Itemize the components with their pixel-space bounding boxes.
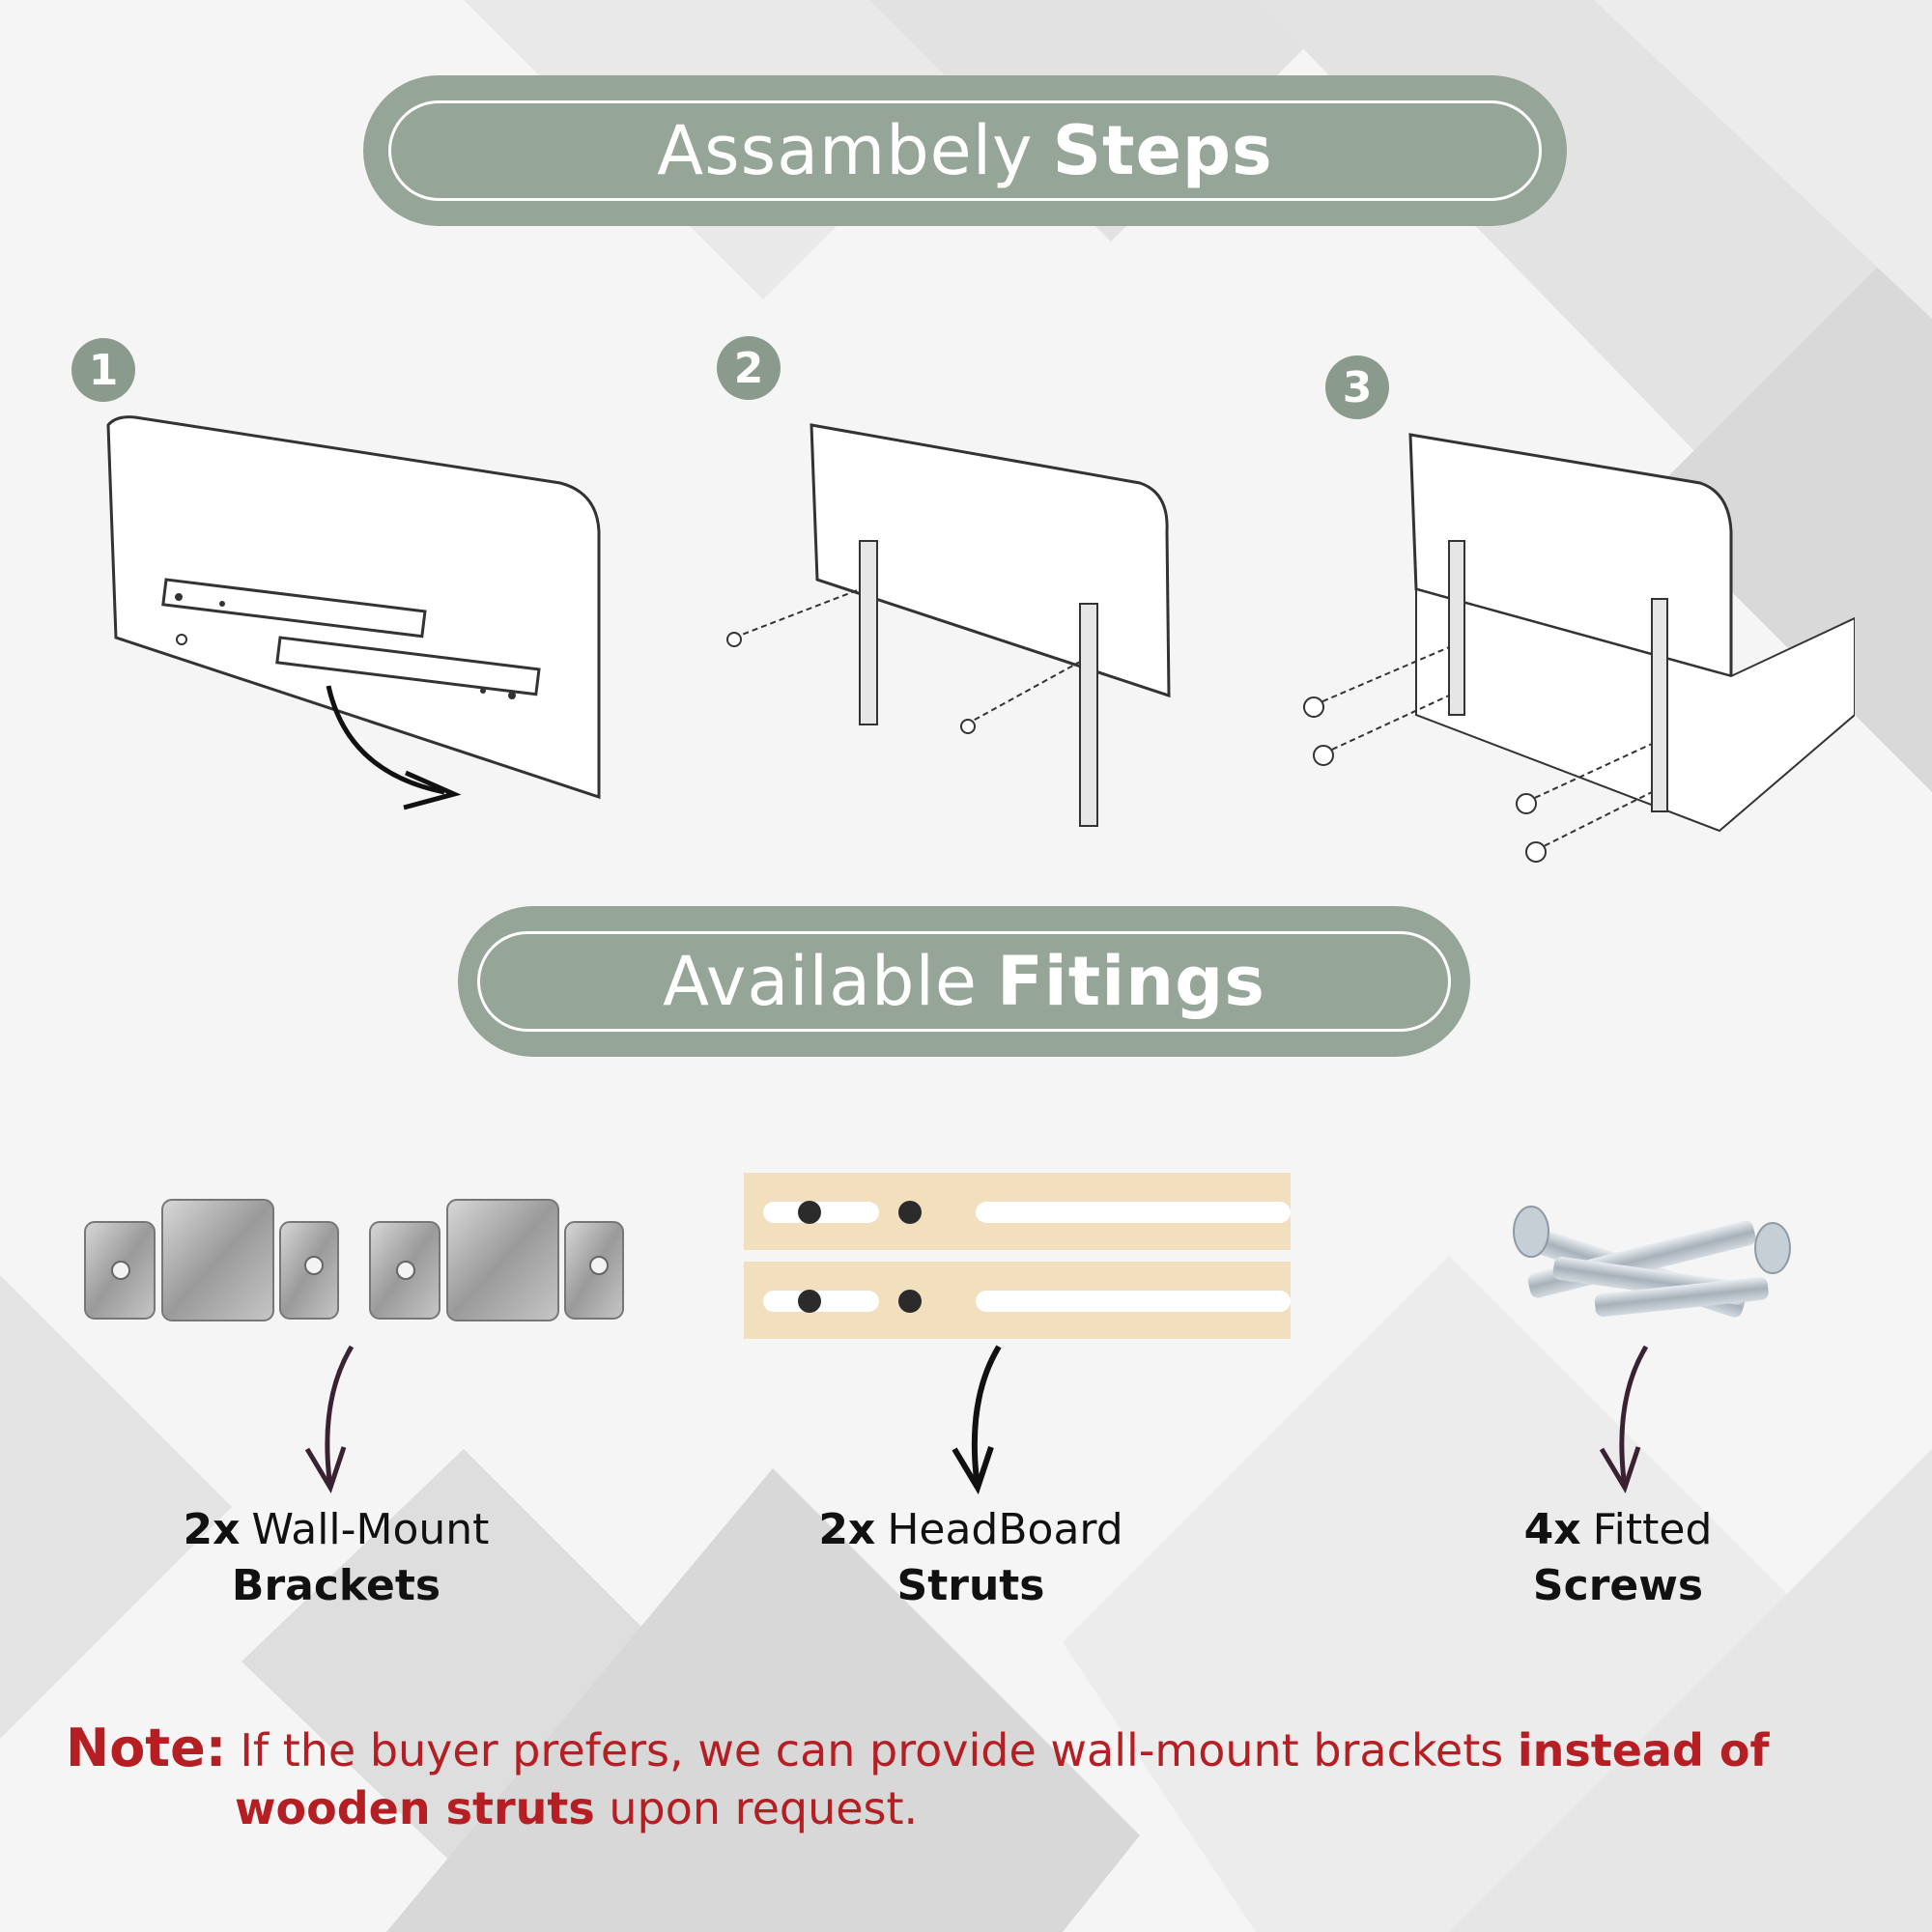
title-bold: Fitings: [996, 942, 1265, 1021]
arrow-down-icon: [1599, 1345, 1649, 1493]
fitting-qty: 4x: [1523, 1505, 1581, 1554]
step-badge-2: 2: [717, 336, 781, 400]
fitting-qty: 2x: [818, 1505, 876, 1554]
step-3-illustration: [1303, 433, 1855, 863]
step-badge-3: 3: [1325, 355, 1389, 419]
step-2-illustration: [726, 423, 1171, 827]
wall-mount-brackets-image: [84, 1199, 624, 1321]
fitting-type: Struts: [896, 1561, 1045, 1610]
bracket-left: [84, 1199, 339, 1321]
note: Note:If the buyer prefers, we can provid…: [66, 1719, 1882, 1837]
note-emphasis-2: wooden struts: [235, 1782, 595, 1834]
title-bold: Steps: [1052, 111, 1273, 190]
note-text-1: If the buyer prefers, we can provide wal…: [240, 1724, 1504, 1776]
fitting-name: HeadBoard: [887, 1505, 1123, 1554]
bracket-right: [369, 1199, 624, 1321]
title-light: Available: [663, 942, 978, 1021]
arrow-down-icon: [304, 1345, 355, 1493]
note-emphasis-1: instead of: [1517, 1724, 1770, 1776]
strut-bottom: [744, 1262, 1291, 1339]
strut-top: [744, 1173, 1291, 1250]
fitting-name: Fitted: [1592, 1505, 1713, 1554]
step-badge-1: 1: [71, 338, 135, 402]
fitting-qty: 2x: [183, 1505, 241, 1554]
fitting-name: Wall-Mount: [251, 1505, 490, 1554]
step-1-illustration: [106, 415, 601, 810]
headboard-struts-image: [744, 1173, 1291, 1339]
title-light: Assambely: [657, 111, 1034, 190]
note-label: Note:: [66, 1718, 227, 1778]
fitting-type: Screws: [1532, 1561, 1704, 1610]
fitted-screws-image: [1513, 1206, 1791, 1318]
note-text-2: upon request.: [609, 1782, 919, 1834]
fitting-type: Brackets: [231, 1561, 441, 1610]
arrow-down-icon: [952, 1345, 1002, 1495]
